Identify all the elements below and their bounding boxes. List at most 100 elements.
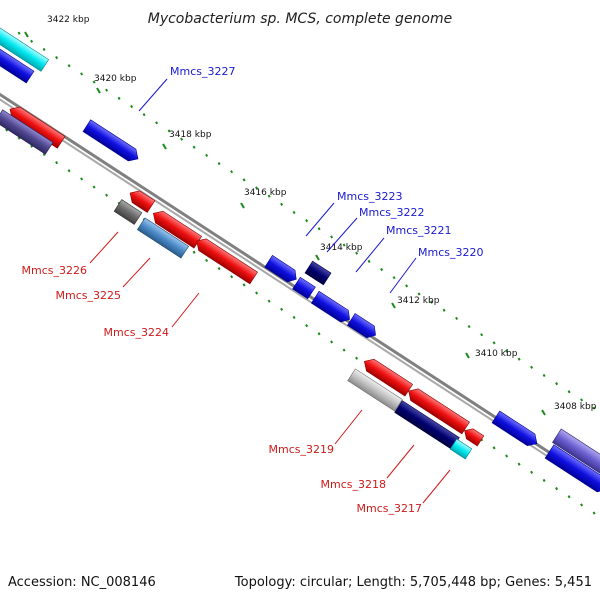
gene-feature-red[interactable] [126, 187, 156, 213]
track-dot [442, 308, 446, 312]
track-dot [317, 332, 321, 336]
track-dot [330, 235, 334, 239]
tick-label: 3414 kbp [320, 243, 363, 253]
track-dot [80, 72, 84, 76]
tick-mark [240, 202, 245, 209]
gene-label[interactable]: Mmcs_3227 [170, 65, 235, 78]
track-dot [492, 341, 496, 345]
track-dot [30, 144, 34, 148]
scale-ticks: 3422 kbp 3420 kbp 3418 kbp 3416 kbp 3414… [24, 15, 597, 416]
track-dot [30, 39, 34, 43]
gene-labels: Mmcs_3227 Mmcs_3223 Mmcs_3222 Mmcs_3221 … [22, 65, 484, 515]
track-dot [292, 315, 296, 320]
gene-feature-red[interactable] [150, 207, 203, 249]
gene-feature-blue[interactable] [292, 276, 316, 300]
track-dot [192, 145, 196, 149]
gene-label[interactable]: Mmcs_3221 [386, 224, 451, 237]
track-dot [80, 177, 84, 181]
gene-feature-cyan[interactable] [449, 438, 473, 460]
tick-mark [465, 352, 470, 359]
track-dot [580, 398, 584, 402]
tick-label: 3410 kbp [475, 349, 518, 359]
track-dot [305, 219, 309, 223]
gene-label[interactable]: Mmcs_3225 [56, 289, 121, 302]
track-dot [255, 186, 259, 190]
track-dot [267, 194, 271, 198]
gene-feature-red[interactable] [461, 426, 485, 447]
gene-feature-gray[interactable] [113, 199, 143, 225]
gene-feature-blue[interactable] [491, 410, 541, 449]
gene-feature-purple[interactable] [552, 428, 600, 476]
track-dot [555, 382, 559, 386]
track-dot [367, 259, 371, 263]
gene-label[interactable]: Mmcs_3222 [359, 206, 424, 219]
gene-feature-blue[interactable] [0, 41, 35, 84]
track-dot [205, 153, 209, 157]
track-dots [5, 31, 596, 515]
track-dot [180, 137, 184, 141]
gene-feature-slate[interactable] [0, 109, 54, 155]
gene-label[interactable]: Mmcs_3218 [321, 478, 386, 491]
track-dot [217, 161, 221, 166]
track-dot [130, 104, 134, 109]
gene-label[interactable]: Mmcs_3224 [104, 326, 169, 339]
track-dot [417, 292, 421, 296]
track-dot [505, 349, 509, 353]
track-dot [430, 300, 434, 304]
tick-mark [315, 254, 320, 261]
track-dot [105, 88, 109, 92]
gene-label[interactable]: Mmcs_3220 [418, 246, 483, 259]
gene-feature-cyan[interactable] [0, 19, 50, 72]
genome-summary-text: Topology: circular; Length: 5,705,448 bp… [234, 575, 592, 590]
track-dot [567, 390, 571, 394]
track-dot [167, 129, 171, 133]
track-dot [392, 276, 396, 280]
track-dot [530, 470, 534, 474]
track-dot [280, 202, 284, 206]
tick-label: 3422 kbp [47, 15, 90, 25]
gene-feature-blue[interactable] [347, 313, 379, 342]
track-dot [55, 56, 59, 60]
track-dot [55, 161, 59, 165]
track-dot [455, 316, 459, 320]
track-dot [405, 284, 409, 288]
track-dot [342, 243, 346, 247]
gene-feature-red[interactable] [361, 355, 414, 397]
gene-label[interactable]: Mmcs_3226 [22, 264, 87, 277]
track-dot [542, 478, 546, 483]
track-dot [280, 307, 284, 311]
gene-feature-blue[interactable] [310, 290, 353, 325]
tick-label: 3418 kbp [169, 130, 212, 140]
track-dot [292, 210, 296, 215]
track-dot [5, 128, 9, 132]
gene-feature-red[interactable] [193, 235, 258, 285]
track-dot [517, 357, 521, 361]
gene-label[interactable]: Mmcs_3219 [269, 443, 334, 456]
gene-feature-steel[interactable] [136, 217, 190, 259]
map-title: Mycobacterium sp. MCS, complete genome [148, 11, 453, 27]
track-dot [155, 121, 159, 125]
tick-mark [162, 143, 167, 150]
gene-feature-lightgray[interactable] [347, 368, 403, 412]
gene-feature-navy[interactable] [304, 260, 332, 286]
track-dot [242, 283, 246, 287]
tick-mark [96, 87, 101, 94]
gene-feature-blue[interactable] [544, 444, 600, 496]
gene-feature-red[interactable] [405, 385, 470, 435]
accession-text: Accession: NC_008146 [8, 575, 156, 590]
track-dot [355, 251, 359, 255]
track-dot [230, 170, 234, 174]
track-dot [480, 333, 484, 337]
label-leaders [89, 78, 451, 504]
tick-mark [391, 302, 396, 309]
track-dot [242, 178, 246, 182]
gene-label[interactable]: Mmcs_3217 [357, 502, 422, 515]
track-dot [205, 258, 209, 262]
gene-feature-blue[interactable] [264, 255, 300, 285]
gene-feature-blue[interactable] [82, 119, 142, 165]
tick-mark [541, 409, 546, 416]
track-dot [542, 373, 546, 378]
track-dot [305, 324, 309, 328]
gene-label[interactable]: Mmcs_3223 [337, 190, 402, 203]
track-dot [492, 446, 496, 450]
